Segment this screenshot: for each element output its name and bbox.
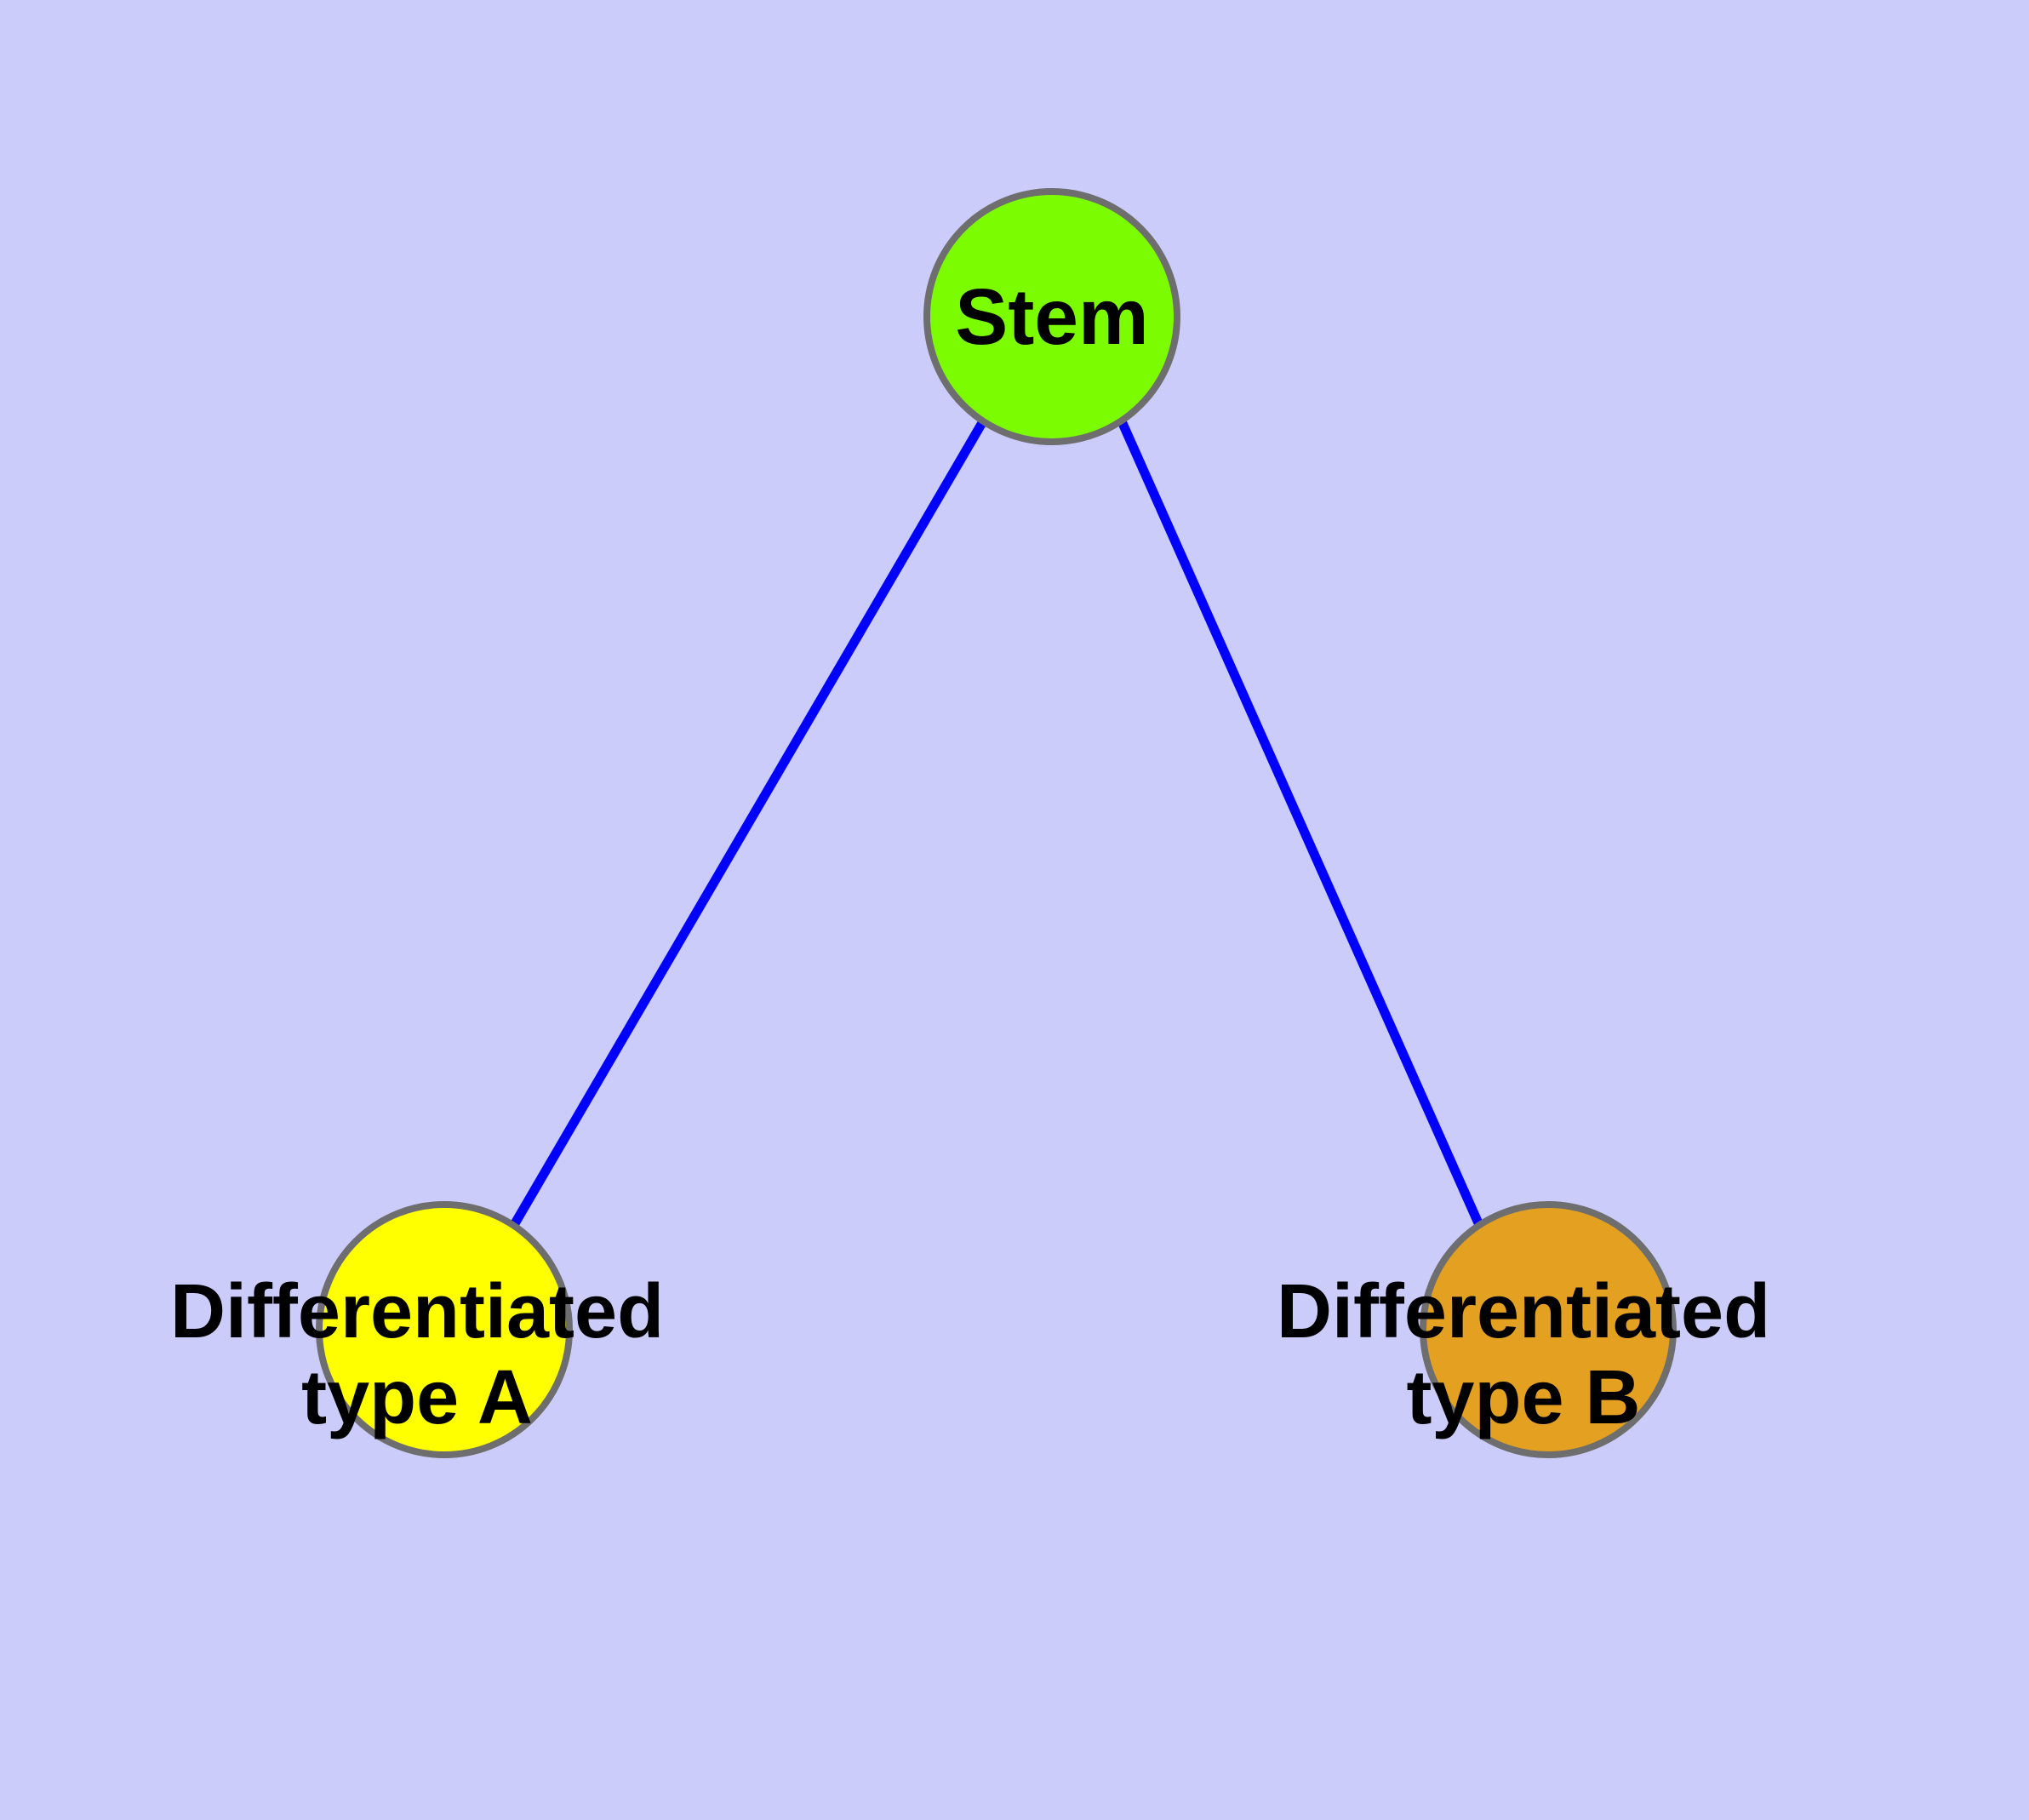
node-stem[interactable]: [923, 188, 1180, 445]
node-differentiated-type-a[interactable]: [316, 1201, 573, 1458]
node-differentiated-type-b[interactable]: [1420, 1201, 1677, 1458]
edge-stem-to-type-b: [1117, 419, 1484, 1228]
edge-stem-to-type-a: [510, 419, 987, 1228]
